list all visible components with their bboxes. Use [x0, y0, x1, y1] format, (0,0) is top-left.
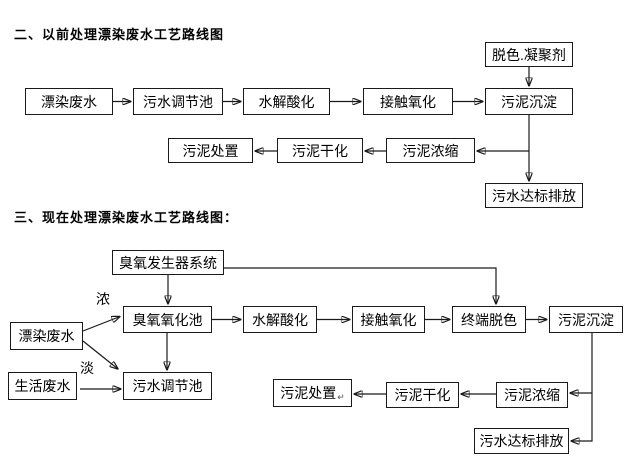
- d2-node-sludge-drying: 污泥干化: [386, 382, 459, 408]
- d2-node-ozone-oxidation-tank: 臭氧氧化池: [123, 306, 212, 333]
- d1-node-contact-oxidation: 接触氧化: [363, 88, 453, 115]
- d2-node-contact-oxidation: 接触氧化: [352, 306, 425, 333]
- d2-node-domestic-wastewater: 生活废水: [8, 372, 77, 400]
- d2-node-hydrolysis-acidification: 水解酸化: [243, 306, 317, 333]
- d2-node-sludge-disposal: 污泥处置↵: [273, 379, 352, 407]
- d1-node-dye-wastewater: 漂染废水: [25, 88, 113, 115]
- d1-node-hydrolysis-acidification: 水解酸化: [243, 88, 330, 115]
- d1-node-regulating-tank: 污水调节池: [133, 88, 223, 115]
- d2-sludge-disposal-label: 污泥处置: [280, 385, 337, 401]
- d2-node-terminal-decolorization: 终端脱色: [452, 306, 526, 333]
- d2-arrow-generator-to-terminal: [224, 267, 496, 304]
- d1-node-decolor-coagulant: 脱色.凝聚剂: [485, 42, 573, 67]
- d1-node-sludge-disposal: 污泥处置: [168, 138, 253, 163]
- d2-node-ozone-generator-system: 臭氧发生器系统: [112, 250, 224, 275]
- d1-node-standard-discharge: 污水达标排放: [485, 183, 583, 208]
- d2-node-standard-discharge: 污水达标排放: [474, 428, 569, 454]
- d1-node-sludge-thickening: 污泥浓缩: [386, 138, 475, 163]
- d2-label-concentrated: 浓: [96, 291, 110, 307]
- d2-line-sedimentation-to-discharge: [571, 333, 593, 441]
- d2-label-dilute: 淡: [80, 360, 94, 376]
- d1-node-sludge-sedimentation: 污泥沉淀: [485, 88, 573, 115]
- diagram2-title: 三、现在处理漂染废水工艺路线图：: [14, 210, 239, 225]
- d2-node-dye-wastewater: 漂染废水: [10, 322, 83, 350]
- d1-node-sludge-drying: 污泥干化: [277, 138, 363, 163]
- d2-node-sludge-thickening: 污泥浓缩: [496, 382, 568, 408]
- d2-node-regulating-tank: 污水调节池: [123, 372, 212, 400]
- paragraph-return-mark: ↵: [337, 392, 345, 402]
- diagram1-title: 二、以前处理漂染废水工艺路线图: [14, 27, 225, 42]
- d2-arrow-dye-to-ozonetank: [82, 317, 120, 332]
- d2-node-sludge-sedimentation: 污泥沉淀: [549, 306, 623, 333]
